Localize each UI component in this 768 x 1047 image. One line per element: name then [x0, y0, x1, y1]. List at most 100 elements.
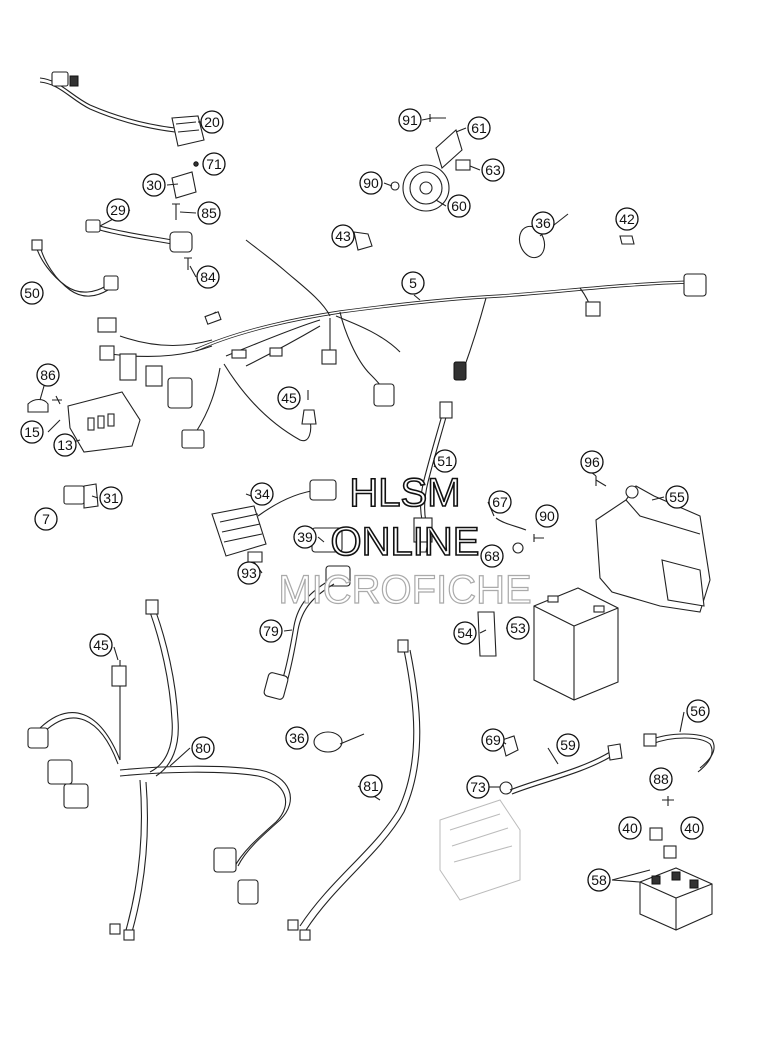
part-small-cable	[31, 239, 119, 297]
callout-label: 34	[254, 486, 270, 502]
part-handlebar-switch	[39, 71, 205, 147]
callout-label: 60	[451, 198, 467, 214]
callout-label: 68	[484, 548, 500, 564]
callout: 36	[285, 726, 309, 750]
callout: 71	[202, 152, 226, 176]
callout-label: 73	[470, 779, 486, 795]
callout-label: 93	[241, 565, 257, 581]
part-ignition-coil	[263, 527, 351, 700]
callout-label: 13	[57, 437, 73, 453]
callout-label: 15	[24, 424, 40, 440]
part-starter-relay	[639, 867, 713, 931]
part-long-cable	[287, 639, 421, 941]
callout-label: 29	[110, 202, 126, 218]
callout: 42	[615, 207, 639, 231]
part-clutch-switch	[85, 219, 193, 270]
part-battery	[477, 587, 619, 701]
callout: 67	[488, 490, 512, 514]
part-cable-tie-bottom	[313, 731, 365, 753]
callout-label: 40	[622, 820, 638, 836]
callout-label: 45	[281, 390, 297, 406]
callout-label: 90	[363, 175, 379, 191]
callout-label: 20	[204, 114, 220, 130]
callout-label: 61	[471, 120, 487, 136]
part-ground-cable	[643, 733, 715, 773]
callout: 20	[200, 110, 224, 134]
callout-label: 69	[485, 732, 501, 748]
callout-label: 7	[42, 511, 50, 527]
callout-label: 50	[24, 285, 40, 301]
watermark-line-3: MICROFICHE	[278, 568, 531, 612]
part-switch-bracket	[171, 161, 199, 220]
callout: 13	[53, 433, 77, 457]
callout-label: 58	[591, 872, 607, 888]
callout-label: 88	[653, 771, 669, 787]
callout-label: 43	[335, 228, 351, 244]
part-small-connector	[619, 235, 635, 245]
part-fuses	[649, 827, 677, 859]
callout: 60	[447, 194, 471, 218]
callout: 80	[191, 736, 215, 760]
callout: 30	[142, 173, 166, 197]
callout-label: 71	[206, 156, 222, 172]
callout: 58	[587, 868, 611, 892]
callout: 51	[433, 449, 457, 473]
callout: 88	[649, 767, 673, 791]
callout-label: 53	[510, 620, 526, 636]
callout-label: 36	[535, 215, 551, 231]
callout: 96	[580, 450, 604, 474]
watermark: HLSM ONLINE MICROFICHE	[278, 470, 533, 612]
callout: 55	[665, 485, 689, 509]
callout: 54	[453, 621, 477, 645]
callout-label: 39	[297, 529, 313, 545]
callout: 43	[331, 224, 355, 248]
callout: 81	[359, 774, 383, 798]
callout-label: 5	[409, 275, 417, 291]
part-bulb-socket-top	[301, 390, 317, 425]
callout: 59	[556, 733, 580, 757]
callout-label: 91	[402, 112, 418, 128]
callout: 40	[618, 816, 642, 840]
part-starter-cable	[499, 735, 623, 795]
callout: 61	[467, 116, 491, 140]
callout: 40	[680, 816, 704, 840]
callout-label: 84	[200, 269, 216, 285]
part-main-wiring-harness	[97, 239, 707, 449]
callout-label: 90	[539, 508, 555, 524]
callout: 93	[237, 561, 261, 585]
callout-label: 55	[669, 489, 685, 505]
part-voltage-regulator	[211, 479, 337, 563]
callout: 79	[259, 619, 283, 643]
callout-label: 86	[40, 367, 56, 383]
part-lower-harness	[27, 599, 291, 941]
part-battery-box	[595, 485, 711, 613]
callout-label: 30	[146, 177, 162, 193]
callout: 53	[506, 616, 530, 640]
callout-label: 31	[103, 490, 119, 506]
callout: 68	[480, 544, 504, 568]
callout: 56	[686, 699, 710, 723]
callout-label: 67	[492, 494, 508, 510]
callout: 86	[36, 363, 60, 387]
callout: 85	[197, 201, 221, 225]
callout: 91	[398, 108, 422, 132]
callout: 5	[401, 271, 425, 295]
callout-label: 40	[684, 820, 700, 836]
callout-label: 45	[93, 637, 109, 653]
callout-label: 81	[363, 778, 379, 794]
callout: 29	[106, 198, 130, 222]
watermark-line-2: ONLINE	[331, 520, 480, 564]
callout-label: 79	[263, 623, 279, 639]
callout: 90	[535, 504, 559, 528]
callout-label: 42	[619, 211, 635, 227]
callout: 39	[293, 525, 317, 549]
callout-label: 56	[690, 703, 706, 719]
part-clip	[353, 231, 373, 251]
callout: 31	[99, 486, 123, 510]
callout-label: 54	[457, 625, 473, 641]
callout-label: 51	[437, 453, 453, 469]
part-mounting-plate	[27, 391, 141, 453]
part-relay	[63, 483, 99, 509]
